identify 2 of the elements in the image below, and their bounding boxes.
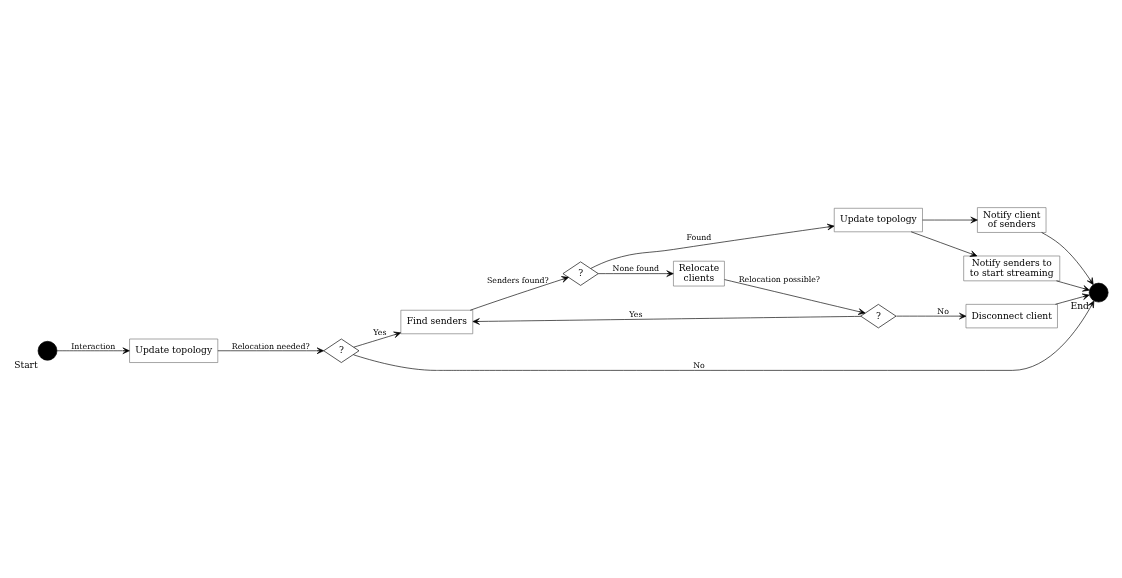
node-label: End (1070, 301, 1089, 312)
node-label: Start (14, 359, 38, 370)
